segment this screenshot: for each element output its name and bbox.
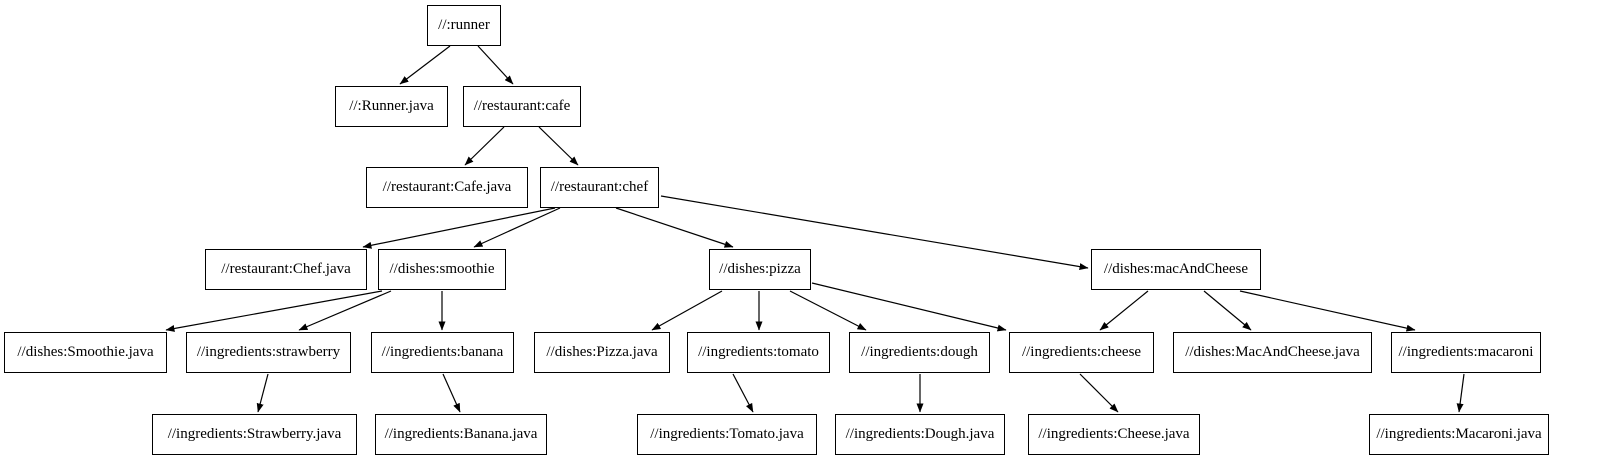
graph-edge <box>473 207 561 248</box>
graph-edge <box>811 282 1007 332</box>
graph-edge <box>362 207 556 249</box>
graph-node-label: //:runner <box>438 17 490 33</box>
graph-edge <box>615 207 734 248</box>
graph-node-dishes_pizza[interactable]: //dishes:pizza <box>709 249 811 290</box>
graph-node-ing_tomato[interactable]: //ingredients:tomato <box>687 332 830 373</box>
graph-edge <box>651 290 723 331</box>
graph-node-label: //ingredients:dough <box>861 344 978 360</box>
graph-node-ing_macaroni[interactable]: //ingredients:macaroni <box>1391 332 1541 373</box>
graph-node-smoothie_java[interactable]: //dishes:Smoothie.java <box>4 332 167 373</box>
graph-node-pizza_java[interactable]: //dishes:Pizza.java <box>534 332 670 373</box>
graph-node-label: //ingredients:Macaroni.java <box>1376 426 1542 442</box>
graph-node-label: //restaurant:Chef.java <box>221 261 351 277</box>
graph-node-dishes_smoothie[interactable]: //dishes:smoothie <box>378 249 506 290</box>
graph-node-label: //ingredients:Dough.java <box>845 426 995 442</box>
graph-node-restaurant_cafe[interactable]: //restaurant:cafe <box>463 86 581 127</box>
graph-node-label: //dishes:macAndCheese <box>1103 261 1249 277</box>
graph-node-cheese_java[interactable]: //ingredients:Cheese.java <box>1028 414 1200 455</box>
graph-node-cafe_java[interactable]: //restaurant:Cafe.java <box>366 167 528 208</box>
graph-node-ing_dough[interactable]: //ingredients:dough <box>849 332 990 373</box>
graph-edge <box>1079 373 1119 413</box>
graph-node-tomato_java[interactable]: //ingredients:Tomato.java <box>637 414 817 455</box>
graph-node-label: //dishes:MacAndCheese.java <box>1185 344 1360 360</box>
graph-edge <box>477 45 514 85</box>
graph-node-label: //dishes:Smoothie.java <box>17 344 154 360</box>
graph-edge <box>298 290 392 331</box>
graph-node-label: //ingredients:cheese <box>1021 344 1142 360</box>
graph-node-label: //restaurant:chef <box>550 179 649 195</box>
graph-node-label: //ingredients:banana <box>381 344 504 360</box>
graph-node-label: //restaurant:cafe <box>473 98 571 114</box>
graph-edge <box>256 373 269 413</box>
graph-node-dishes_macandcheese[interactable]: //dishes:macAndCheese <box>1091 249 1261 290</box>
graph-node-label: //dishes:Pizza.java <box>546 344 658 360</box>
graph-node-ing_strawberry[interactable]: //ingredients:strawberry <box>186 332 351 373</box>
graph-edge <box>1099 290 1149 331</box>
graph-node-label: //ingredients:macaroni <box>1398 344 1534 360</box>
graph-node-label: //dishes:smoothie <box>389 261 495 277</box>
graph-node-macaroni_java[interactable]: //ingredients:Macaroni.java <box>1369 414 1549 455</box>
graph-node-runner_java[interactable]: //:Runner.java <box>335 86 448 127</box>
graph-node-label: //ingredients:Strawberry.java <box>167 426 342 442</box>
graph-node-ing_cheese[interactable]: //ingredients:cheese <box>1009 332 1154 373</box>
graph-node-label: //:Runner.java <box>349 98 434 114</box>
graph-edge <box>538 126 579 166</box>
graph-node-label: //ingredients:tomato <box>698 344 819 360</box>
graph-edge <box>789 290 867 331</box>
graph-edge <box>442 373 461 413</box>
graph-node-banana_java[interactable]: //ingredients:Banana.java <box>375 414 547 455</box>
graph-node-label: //ingredients:strawberry <box>196 344 341 360</box>
graph-node-ing_banana[interactable]: //ingredients:banana <box>371 332 514 373</box>
graph-node-label: //ingredients:Tomato.java <box>650 426 804 442</box>
graph-node-restaurant_chef[interactable]: //restaurant:chef <box>540 167 659 208</box>
graph-node-dough_java[interactable]: //ingredients:Dough.java <box>835 414 1005 455</box>
graph-node-label: //ingredients:Banana.java <box>384 426 538 442</box>
graph-edge <box>1203 290 1252 331</box>
graph-node-label: //ingredients:Cheese.java <box>1038 426 1190 442</box>
graph-node-macandcheese_java[interactable]: //dishes:MacAndCheese.java <box>1173 332 1372 373</box>
graph-edge <box>1239 290 1416 332</box>
graph-edge <box>464 126 505 166</box>
graph-edge <box>165 290 383 332</box>
graph-node-chef_java[interactable]: //restaurant:Chef.java <box>205 249 367 290</box>
graph-edge <box>732 373 754 413</box>
graph-node-label: //restaurant:Cafe.java <box>382 179 512 195</box>
graph-node-runner[interactable]: //:runner <box>427 5 501 46</box>
graph-node-strawberry_java[interactable]: //ingredients:Strawberry.java <box>152 414 357 455</box>
graph-edge <box>1456 373 1465 413</box>
graph-node-label: //dishes:pizza <box>719 261 801 277</box>
graph-edge <box>399 45 451 85</box>
